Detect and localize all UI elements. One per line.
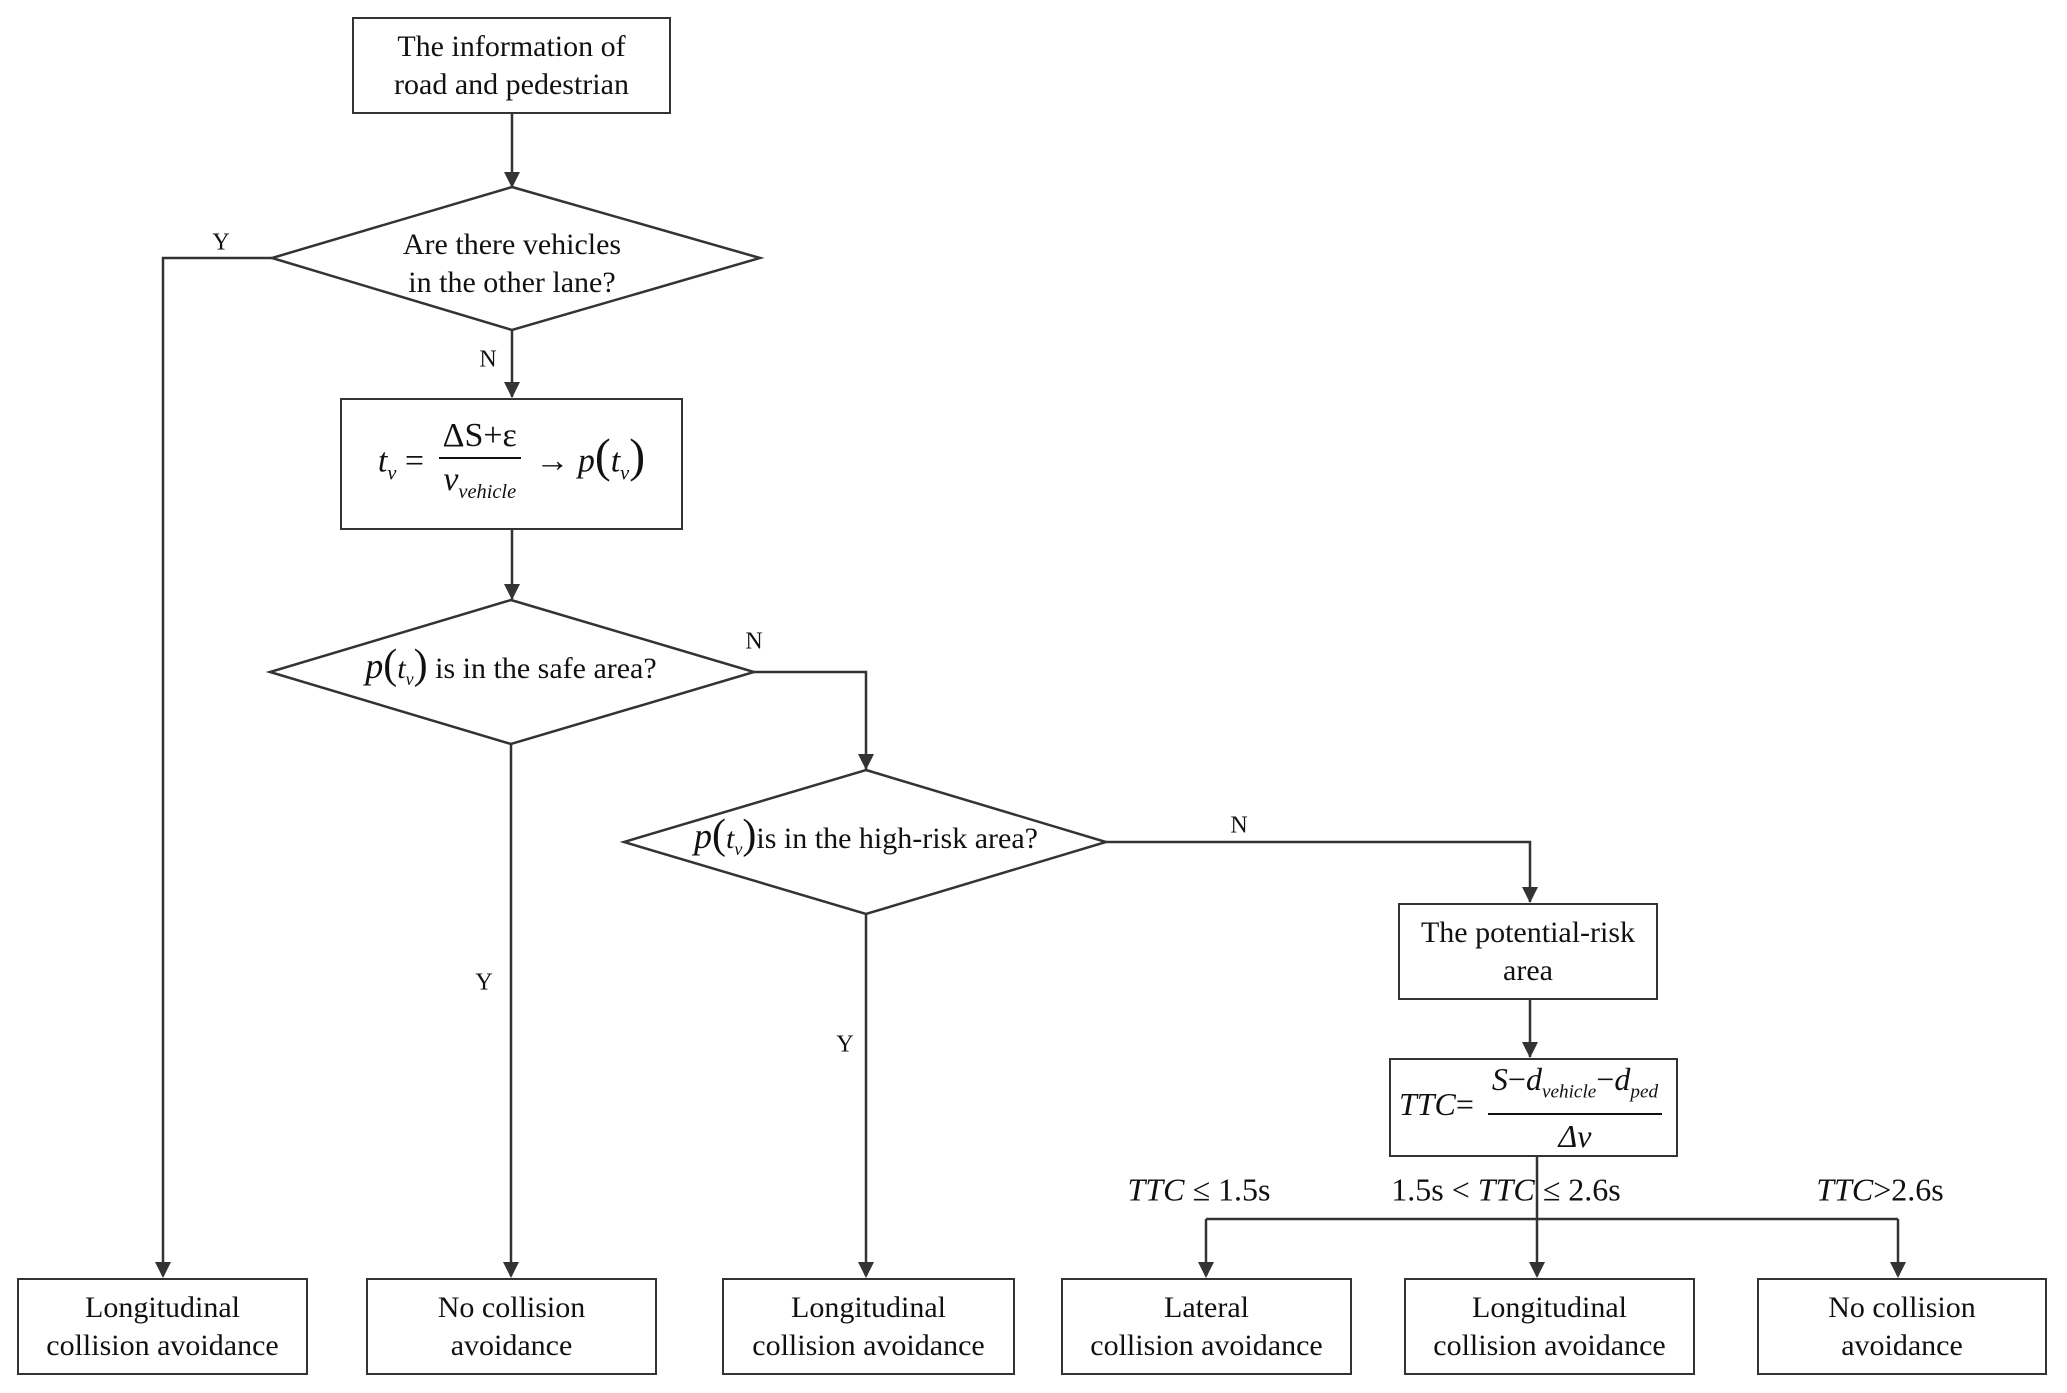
ttc-minus2: −: [1596, 1060, 1615, 1097]
decision-safe-text: p(tv) is in the safe area?: [365, 642, 657, 689]
highrisk-arg-sub: v: [734, 839, 743, 859]
safe-p: p: [365, 646, 384, 686]
safe-arg: t: [397, 652, 406, 685]
ttc-d2-sub: ped: [1630, 1081, 1659, 1103]
decision-vehicles-line2: in the other lane?: [408, 266, 616, 299]
outcome-line2: collision avoidance: [1090, 1328, 1323, 1362]
ttc-d2: d: [1614, 1060, 1631, 1097]
arrowhead-icon: [858, 1262, 874, 1278]
potential-risk-line2: area: [1503, 953, 1553, 987]
tv-arrow: →: [535, 442, 570, 480]
ttc-s: S: [1491, 1060, 1508, 1097]
ttc-minus1: −: [1507, 1060, 1526, 1097]
cond3-ttc: TTC: [1816, 1171, 1874, 1208]
tv-fraction: ΔS+ε vvehicle: [438, 417, 521, 511]
tv-denominator: v: [443, 461, 459, 499]
label-vehicles-yes: Y: [212, 229, 230, 256]
decision-vehicles-text: Are there vehicles in the other lane?: [403, 226, 621, 302]
potential-risk-line1: The potential-risk: [1420, 915, 1636, 949]
arrowhead-icon: [503, 1262, 519, 1278]
arrowhead-icon: [155, 1262, 171, 1278]
highrisk-p: p: [694, 816, 713, 856]
outcome-line2: avoidance: [450, 1328, 573, 1362]
arrowhead-icon: [1522, 887, 1538, 903]
cond2-rest: ≤ 2.6s: [1534, 1171, 1621, 1208]
arrowheads: [155, 172, 1906, 1278]
arrowhead-icon: [504, 172, 520, 188]
arrowhead-icon: [858, 754, 874, 770]
outcome-longitudinal-2: Longitudinal collision avoidance: [722, 1278, 1015, 1375]
ttc-d1-sub: vehicle: [1541, 1081, 1597, 1103]
ttc-eq: =: [1455, 1085, 1474, 1122]
highrisk-text: is in the high-risk area?: [756, 822, 1038, 855]
tv-lhs: t: [377, 442, 388, 480]
outcome-line2: collision avoidance: [1433, 1328, 1666, 1362]
formula-tv-node: tv = ΔS+ε vvehicle → p(tv): [340, 398, 683, 530]
ttc-fraction: S−dvehicle−dped Δv: [1487, 1060, 1663, 1155]
condition-lateral: TTC ≤ 1.5s: [1128, 1172, 1271, 1209]
tv-arg-sub: v: [620, 462, 630, 485]
condition-longitudinal: 1.5s < TTC ≤ 2.6s: [1391, 1172, 1620, 1209]
outcome-line2: collision avoidance: [752, 1328, 985, 1362]
label-safe-yes: Y: [475, 969, 493, 996]
label-vehicles-no: N: [479, 346, 497, 373]
outcome-line1: No collision: [1828, 1290, 1976, 1324]
label-highrisk-no: N: [1230, 812, 1248, 839]
edge-vehicles-yes: [161, 256, 272, 1276]
safe-text: is in the safe area?: [427, 652, 657, 685]
tv-p: p: [577, 442, 595, 480]
outcome-longitudinal-1: Longitudinal collision avoidance: [17, 1278, 308, 1375]
start-node: The information of road and pedestrian: [352, 17, 671, 114]
arrowhead-icon: [1529, 1262, 1545, 1278]
tv-denominator-sub: vehicle: [458, 480, 517, 503]
cond1-rest: ≤ 1.5s: [1184, 1171, 1271, 1208]
highrisk-arg: t: [726, 822, 735, 855]
outcome-line1: Lateral: [1164, 1290, 1249, 1324]
tv-eq: =: [404, 442, 425, 480]
start-line2: road and pedestrian: [394, 67, 629, 101]
ttc-d1: d: [1525, 1060, 1542, 1097]
edge-highrisk-no: [1106, 840, 1532, 902]
decision-vehicles-line1: Are there vehicles: [402, 228, 622, 261]
formula-tv: tv = ΔS+ε vvehicle → p(tv): [378, 417, 645, 511]
arrowhead-icon: [504, 382, 520, 398]
potential-risk-node: The potential-risk area: [1398, 903, 1658, 1000]
ttc-lhs: TTC: [1398, 1085, 1456, 1122]
outcome-line2: avoidance: [1841, 1328, 1963, 1362]
condition-none: TTC>2.6s: [1816, 1172, 1943, 1209]
ttc-denominator: Δv: [1558, 1118, 1592, 1155]
outcome-line2: collision avoidance: [46, 1328, 279, 1362]
cond2-ttc: TTC: [1477, 1171, 1535, 1208]
cond2-pre: 1.5s <: [1391, 1171, 1478, 1208]
start-line1: The information of: [397, 29, 626, 63]
decision-highrisk-text: p(tv)is in the high-risk area?: [694, 812, 1038, 859]
outcome-line1: Longitudinal: [85, 1290, 240, 1324]
outcome-no-collision-1: No collision avoidance: [366, 1278, 657, 1375]
label-safe-no: N: [745, 628, 763, 655]
formula-ttc: TTC= S−dvehicle−dped Δv: [1399, 1060, 1668, 1155]
outcome-line1: No collision: [437, 1290, 586, 1324]
formula-ttc-node: TTC= S−dvehicle−dped Δv: [1389, 1058, 1678, 1157]
outcome-no-collision-2: No collision avoidance: [1757, 1278, 2047, 1375]
cond3-rest: >2.6s: [1873, 1171, 1944, 1208]
arrowhead-icon: [1522, 1042, 1538, 1058]
outcome-lateral: Lateral collision avoidance: [1061, 1278, 1352, 1375]
tv-numerator: ΔS+ε: [438, 417, 521, 460]
tv-arg: t: [610, 442, 621, 480]
safe-arg-sub: v: [405, 669, 414, 689]
cond1-ttc: TTC: [1127, 1171, 1185, 1208]
tv-lhs-sub: v: [387, 462, 397, 485]
arrowhead-icon: [1198, 1262, 1214, 1278]
arrowhead-icon: [1890, 1262, 1906, 1278]
arrowhead-icon: [504, 584, 520, 600]
edge-safe-no: [754, 670, 868, 769]
label-highrisk-yes: Y: [836, 1031, 854, 1058]
outcome-line1: Longitudinal: [791, 1290, 946, 1324]
outcome-line1: Longitudinal: [1472, 1290, 1627, 1324]
outcome-longitudinal-3: Longitudinal collision avoidance: [1404, 1278, 1695, 1375]
